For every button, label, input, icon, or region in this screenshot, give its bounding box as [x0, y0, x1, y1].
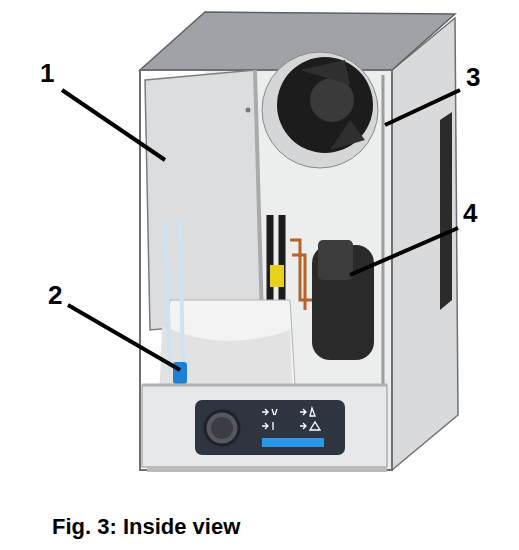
callout-number: 1	[40, 60, 54, 86]
copper-pipe	[290, 240, 315, 310]
callout-number: 3	[466, 64, 480, 90]
filter-tag	[270, 265, 284, 287]
fan	[277, 57, 373, 153]
status-icons	[262, 408, 320, 430]
cover	[145, 70, 262, 330]
hose	[165, 220, 183, 370]
compressor-cap	[318, 240, 353, 280]
leader-lines	[62, 90, 460, 370]
front-bar	[142, 385, 387, 467]
tank-shade	[160, 325, 292, 385]
callout-number: 4	[463, 200, 477, 226]
knob	[205, 411, 239, 445]
bar-edge	[142, 384, 387, 387]
fan-hub	[310, 78, 354, 122]
cover-edge	[255, 70, 262, 320]
figure-caption: Fig. 3: Inside view	[52, 516, 240, 538]
fan-blade	[300, 60, 365, 150]
control-panel	[195, 400, 345, 455]
callout-number: 2	[48, 282, 62, 308]
side-slot	[440, 112, 452, 310]
fan-housing	[262, 52, 378, 168]
base	[147, 466, 387, 472]
knob-center	[211, 417, 233, 439]
screw	[246, 108, 251, 113]
display-bar	[262, 438, 324, 447]
